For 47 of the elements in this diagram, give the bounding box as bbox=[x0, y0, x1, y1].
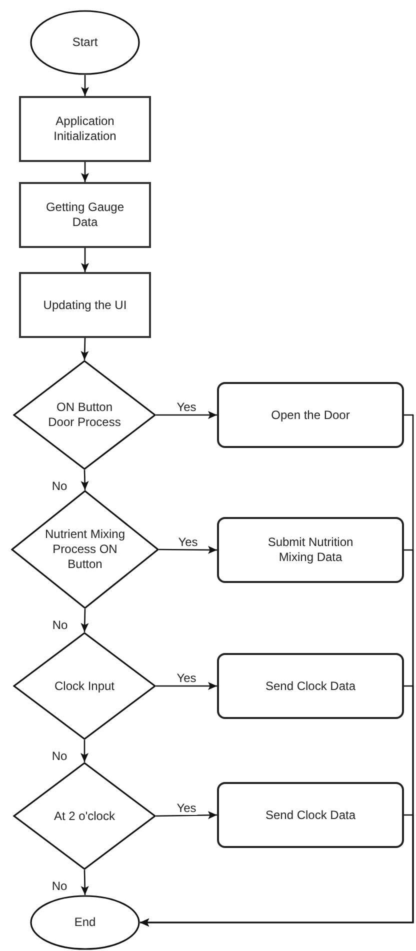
node-text: Application Initialization bbox=[52, 114, 118, 144]
edge-label: No bbox=[50, 749, 68, 763]
process-box bbox=[217, 782, 404, 848]
edge-label: Yes bbox=[176, 801, 198, 815]
arrow bbox=[80, 740, 88, 762]
arrow bbox=[81, 248, 89, 272]
decision-diamond bbox=[13, 632, 156, 740]
arrow bbox=[80, 608, 89, 632]
node-text: ON Button Door Process bbox=[47, 400, 122, 430]
arrow bbox=[156, 411, 217, 419]
process-box bbox=[19, 182, 151, 248]
arrow bbox=[80, 338, 89, 360]
edge-label: Yes bbox=[177, 534, 199, 548]
node-text: Updating the UI bbox=[43, 298, 127, 312]
node-text: At 2 o'clock bbox=[54, 808, 115, 824]
terminal-oval bbox=[30, 895, 140, 950]
arrow bbox=[80, 470, 89, 490]
process-box bbox=[217, 517, 404, 583]
arrow bbox=[80, 870, 89, 896]
node-text: End bbox=[74, 915, 96, 930]
arrow bbox=[156, 811, 218, 820]
arrow bbox=[81, 75, 89, 96]
arrow bbox=[159, 546, 217, 554]
node-text: Start bbox=[72, 35, 98, 50]
terminal-oval bbox=[30, 10, 140, 75]
process-box bbox=[19, 96, 151, 162]
arrow bbox=[156, 682, 217, 690]
node-text: Submit Nutrition Mixing Data bbox=[266, 535, 354, 565]
arrow bbox=[140, 814, 414, 926]
decision-diamond bbox=[11, 490, 159, 609]
process-box bbox=[19, 272, 151, 338]
node-text: Clock Input bbox=[54, 678, 115, 694]
edge-label: No bbox=[50, 479, 68, 493]
edge-label: No bbox=[50, 879, 68, 893]
node-text: Send Clock Data bbox=[265, 808, 356, 822]
arrow bbox=[81, 162, 89, 182]
process-box bbox=[217, 382, 404, 448]
edge-label: No bbox=[51, 618, 69, 632]
decision-diamond bbox=[13, 360, 156, 470]
node-text: Getting Gauge Data bbox=[44, 200, 126, 230]
node-text: Nutrient Mixing Process ON Button bbox=[44, 527, 126, 572]
node-text: Send Clock Data bbox=[265, 678, 356, 694]
edge-label: Yes bbox=[176, 671, 198, 685]
decision-diamond bbox=[13, 762, 156, 870]
process-box bbox=[217, 653, 404, 719]
node-text: Open the Door bbox=[271, 408, 350, 422]
edge-label: Yes bbox=[176, 400, 198, 414]
